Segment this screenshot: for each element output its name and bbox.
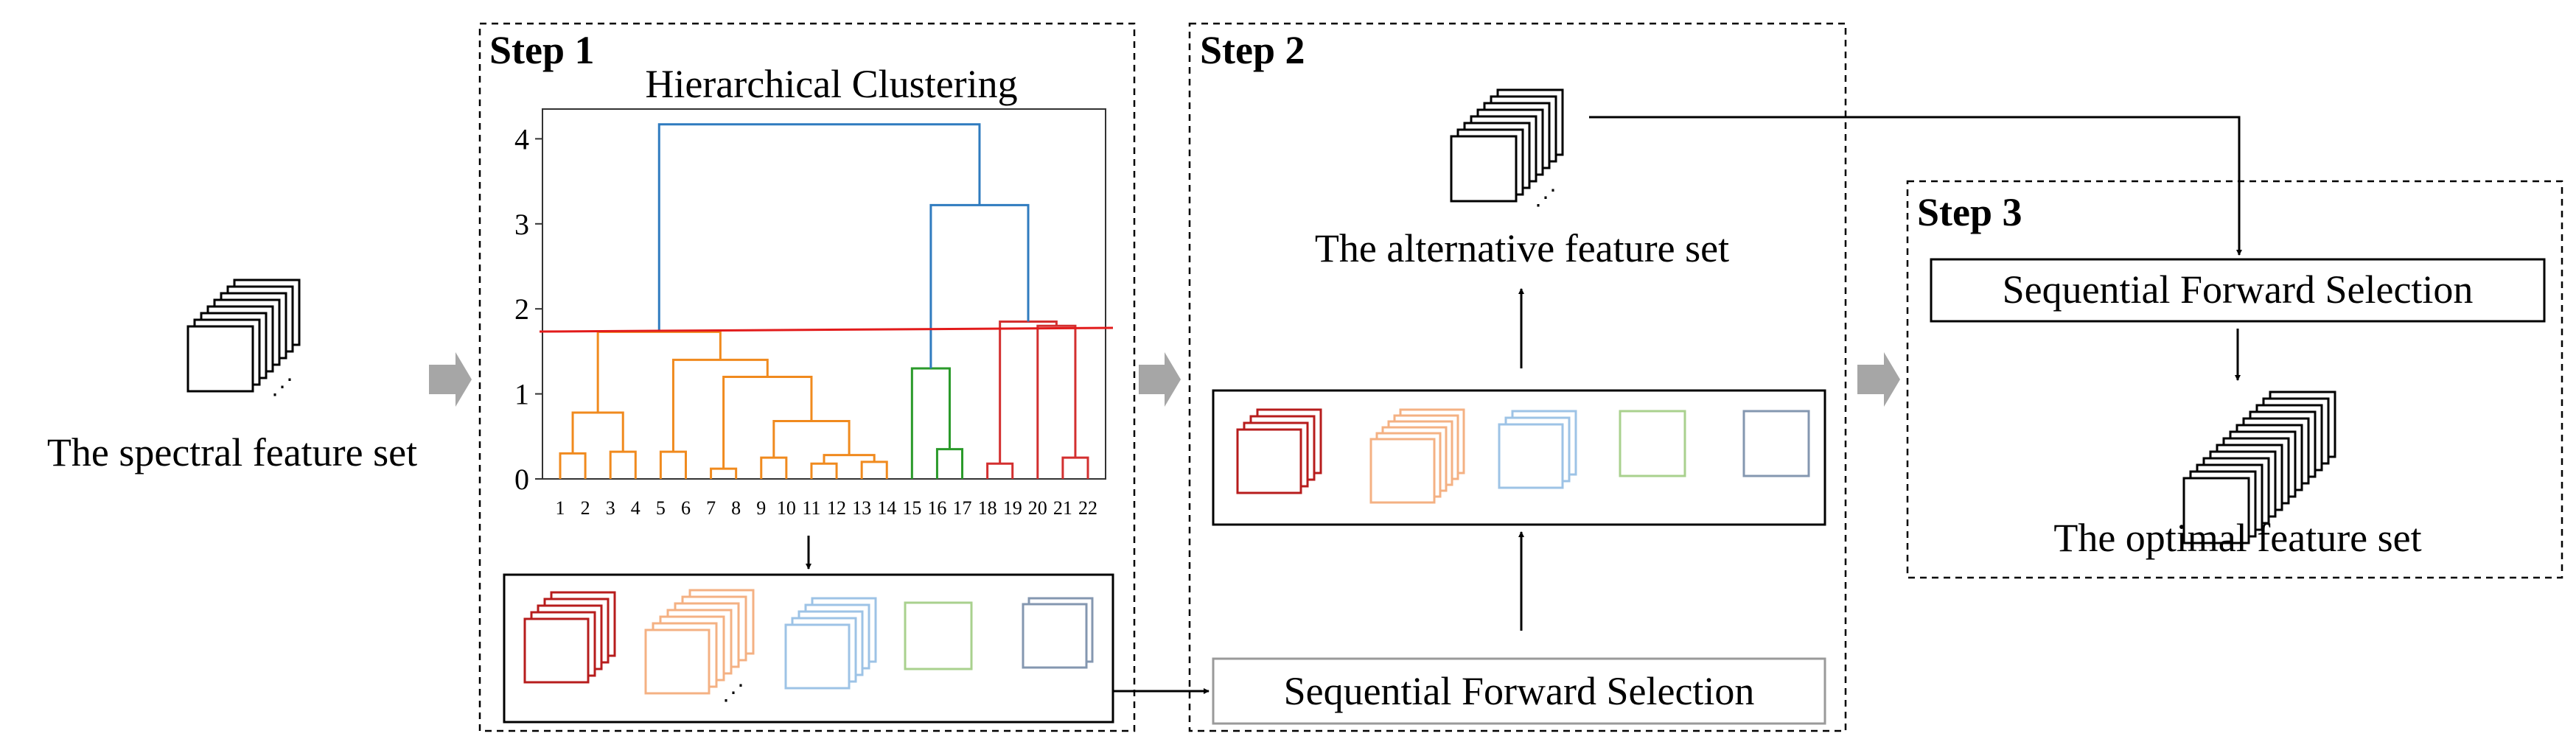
selected-groups-box (1212, 389, 1826, 526)
leaf-label: 21 (1053, 497, 1072, 519)
leaf-label: 9 (756, 497, 766, 519)
flow-arrow-2 (1139, 352, 1181, 407)
dendrogram-link (772, 420, 851, 458)
y-tick-label: 4 (514, 122, 529, 155)
leaf-label: 1 (556, 497, 565, 519)
leaf-label: 13 (852, 497, 871, 519)
dendrogram-link (935, 448, 964, 479)
leaf-label: 7 (706, 497, 716, 519)
leaf-label: 2 (581, 497, 590, 519)
leaf-label: 15 (902, 497, 921, 519)
ellipsis: ⋰ (1535, 186, 1557, 210)
leaf-label: 5 (656, 497, 666, 519)
flow-arrow-3 (1857, 352, 1900, 407)
leaf-label: 10 (777, 497, 796, 519)
sfs-label-step3: Sequential Forward Selection (2003, 267, 2474, 312)
sfs-box-step2 (1212, 657, 1826, 725)
y-tick-label: 2 (514, 293, 529, 326)
leaf-label: 11 (802, 497, 820, 519)
selected-slate-square (1742, 410, 1810, 477)
dendrogram-link (1036, 324, 1077, 479)
optimal-feature-stack (2182, 390, 2336, 544)
dendrogram-link (657, 123, 981, 332)
step2-box (1188, 22, 1847, 732)
dendrogram-link (671, 358, 769, 452)
leaf-label: 17 (953, 497, 972, 519)
dendrogram-link (810, 462, 838, 479)
dendrogram-link (986, 462, 1014, 479)
dendrogram-title: Hierarchical Clustering (645, 62, 1017, 106)
selected-light-green-square (1619, 410, 1686, 477)
dendrogram-link (860, 460, 888, 479)
dendrogram-link (571, 411, 624, 454)
step3-box (1906, 180, 2563, 579)
leaf-label: 4 (631, 497, 640, 519)
dendrogram-link (659, 450, 687, 479)
cluster-groups-box (503, 573, 1114, 724)
selected-dark-red-stack (1236, 408, 1322, 494)
leaf-label: 6 (681, 497, 691, 519)
dendrogram-link (999, 321, 1058, 464)
cluster-orange-stack: ⋰ (644, 589, 755, 705)
selected-orange-stack (1369, 408, 1465, 504)
dendrogram-link (710, 467, 738, 479)
dendrogram-link (910, 367, 951, 479)
step1-label: Step 1 (489, 28, 595, 72)
flow-arrow-1 (429, 352, 472, 407)
leaf-label: 19 (1003, 497, 1022, 519)
y-tick-label: 0 (514, 463, 529, 496)
cluster-light-green-square (904, 601, 973, 670)
sfs-label-step2: Sequential Forward Selection (1284, 669, 1755, 713)
alternative-feature-stack: ⋰ (1450, 88, 1564, 210)
ellipsis: ⋰ (271, 375, 293, 399)
dendrogram-link (596, 330, 722, 413)
optimal-set-label: The optimal feature set (2053, 516, 2421, 560)
spectral-feature-stack: ⋰ (186, 279, 301, 399)
step3-label: Step 3 (1917, 190, 2022, 234)
leaf-label: 8 (731, 497, 741, 519)
leaf-label: 12 (827, 497, 846, 519)
ellipsis: ⋰ (722, 681, 744, 705)
dendrogram-link (559, 452, 587, 479)
y-tick-label: 3 (514, 208, 529, 241)
dendrogram-link (609, 450, 637, 479)
dendrogram-link (722, 376, 813, 469)
step1-box (478, 22, 1136, 732)
leaf-label: 18 (978, 497, 997, 519)
dendrogram-link (929, 203, 1030, 368)
dendrogram-link (760, 456, 788, 479)
cluster-dark-red-stack (523, 591, 616, 684)
leaf-label: 22 (1078, 497, 1097, 519)
alternative-set-label: The alternative feature set (1315, 226, 1729, 270)
leaf-label: 14 (877, 497, 896, 519)
step2-label: Step 2 (1200, 28, 1305, 72)
spectral-set-label: The spectral feature set (47, 430, 417, 474)
leaf-label: 20 (1028, 497, 1047, 519)
y-tick-label: 1 (514, 378, 529, 411)
selected-light-blue-stack (1498, 410, 1577, 489)
leaf-label: 16 (927, 497, 946, 519)
arrow-alternative-to-step3 (1589, 116, 2242, 256)
leaf-label: 3 (606, 497, 615, 519)
cluster-slate-stack (1022, 597, 1094, 669)
dendrogram-frame (542, 108, 1106, 480)
sfs-box-step3 (1930, 258, 2546, 323)
dendrogram-link (1061, 456, 1089, 479)
cut-threshold-line (539, 326, 1114, 333)
cluster-light-blue-stack (784, 597, 877, 690)
